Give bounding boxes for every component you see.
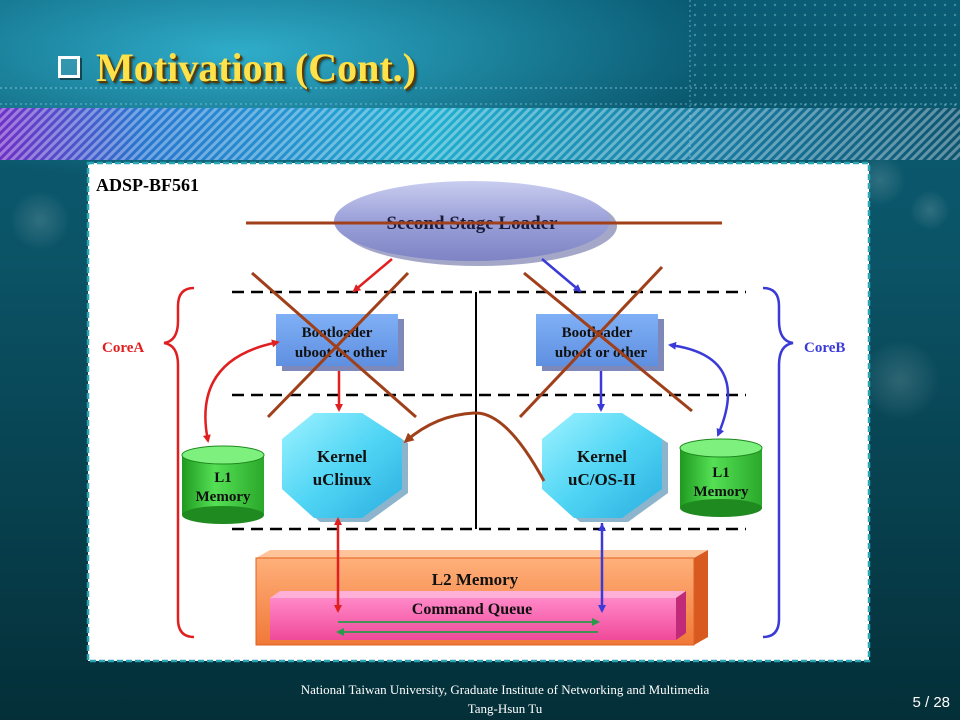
slide-title: Motivation (Cont.)	[96, 44, 416, 90]
page-current: 5	[912, 694, 921, 711]
bootloader-b	[536, 314, 658, 366]
bootloader-b-line2: uboot or other	[555, 345, 648, 361]
kernel-b	[542, 413, 662, 518]
page-number: 5 / 28	[890, 694, 950, 711]
queue-label: Command Queue	[412, 601, 532, 618]
kernel-b-line1: Kernel	[577, 447, 627, 466]
loader-to-bootloader-a-arrow	[352, 258, 393, 293]
page-total: 28	[933, 694, 950, 711]
l1-a-line2: Memory	[196, 489, 251, 505]
footer-institution: National Taiwan University, Graduate Ins…	[300, 682, 710, 697]
kernel-b-to-kernel-a-arrow	[403, 411, 546, 482]
l1-memory-b	[679, 438, 763, 517]
l1-a-bootloader-arrow	[202, 339, 280, 443]
cross-out-a-2	[266, 271, 410, 419]
bootloader-a	[276, 314, 398, 366]
core-a-brace	[163, 286, 195, 639]
checkbox-bullet-icon	[58, 56, 80, 78]
l1-b-line1: L1	[712, 465, 730, 481]
l1-a-line1: L1	[214, 470, 232, 486]
second-stage-loader	[334, 181, 610, 261]
boot-architecture-diagram: ADSP-BF561 Second Stage Loader CoreA Cor…	[86, 161, 871, 663]
page-separator: /	[920, 694, 934, 711]
kernel-a-line2: uClinux	[313, 470, 372, 489]
title-area: Motivation (Cont.)	[58, 40, 416, 94]
chip-label: ADSP-BF561	[96, 175, 199, 195]
footer: National Taiwan University, Graduate Ins…	[200, 680, 810, 718]
core-b-brace	[762, 286, 794, 639]
l2-label: L2 Memory	[432, 570, 519, 589]
l1-b-bootloader-arrow	[669, 343, 730, 437]
kernel-a	[282, 413, 402, 518]
cross-out-b-1	[523, 271, 693, 413]
cross-out-a-1	[251, 271, 417, 419]
core-b-label: CoreB	[804, 340, 845, 356]
l1-memory-a	[181, 445, 265, 524]
cross-out-b-2	[518, 265, 664, 419]
footer-author: Tang-Hsun Tu	[467, 701, 543, 716]
kernel-b-line2: uC/OS-II	[568, 470, 636, 489]
loader-to-bootloader-b-arrow	[541, 258, 582, 293]
l1-b-line2: Memory	[694, 484, 749, 500]
core-a-label: CoreA	[102, 340, 144, 356]
kernel-a-line1: Kernel	[317, 447, 367, 466]
